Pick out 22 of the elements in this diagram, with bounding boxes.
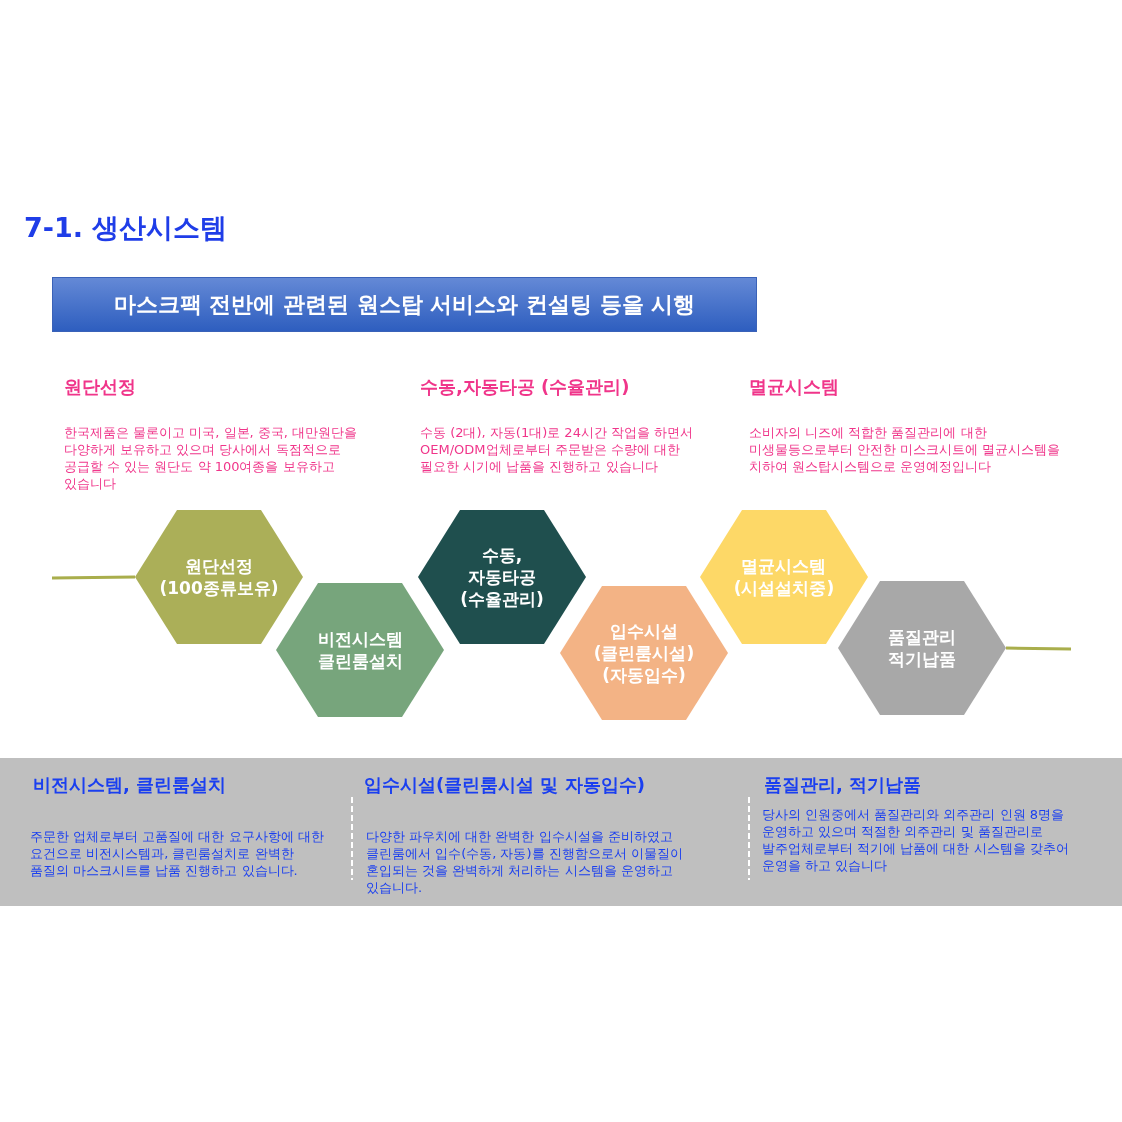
section-heading: 수동,자동타공 (수율관리) — [420, 375, 631, 399]
hexagon: 원단선정 (100종류보유) — [135, 510, 303, 644]
connector-line — [1005, 646, 1072, 651]
section-heading: 품질관리, 적기납품 — [764, 773, 923, 797]
description: 다양한 파우치에 대한 완벽한 입수시설을 준비하였고 클린룸에서 입수(수동, 자동)를 진행함으로서 이물질이 혼입되는 것을 완벽하게 처리하는 시스템을 운영하고 있습니다. — [366, 828, 684, 896]
title: 7-1. 생산시스템 — [24, 211, 228, 245]
description: 주문한 업체로부터 고품질에 대한 요구사항에 대한 요건으로 비전시스템과, 클린룸설치로 완벽한 품질의 마스크시트를 납품 진행하고 있습니다. — [30, 828, 325, 879]
hexagon: 비전시스템 클린룸설치 — [276, 583, 444, 717]
description: 소비자의 니즈에 적합한 품질관리에 대한 미생물등으로부터 안전한 미스크시트에 멸균시스템을 치하여 원스탑시스템으로 운영예정입니다 — [749, 424, 1062, 475]
hexagon: 품질관리 적기납품 — [838, 581, 1006, 715]
description: 당사의 인원중에서 품질관리와 외주관리 인원 8명을 운영하고 있으며 적절한 외주관리 및 품질관리로 발주업체로부터 적기에 납품에 대한 시스템을 갖추어 운영을 하고 있습니다 — [762, 806, 1070, 874]
section-heading: 멸균시스템 — [749, 375, 840, 399]
banner: 마스크팩 전반에 관련된 원스탑 서비스와 컨설팅 등을 시행 — [52, 277, 757, 332]
section-heading: 원단선정 — [64, 375, 137, 399]
connector-line — [51, 575, 136, 580]
hexagon: 멸균시스템 (시설설치중) — [700, 510, 868, 644]
description: 한국제품은 물론이고 미국, 일본, 중국, 대만원단을 다양하게 보유하고 있으며 당사에서 독점적으로 공급할 수 있는 원단도 약 100여종을 보유하고 있습니다 — [64, 424, 359, 492]
section-heading: 비전시스템, 클린룸설치 — [33, 773, 228, 797]
hexagon: 수동,자동타공 (수율관리) — [418, 510, 586, 644]
description: 수동 (2대), 자동(1대)로 24시간 작업을 하면서 OEM/ODM업체로부터 주문받은 수량에 대한 필요한 시기에 납품을 진행하고 있습니다 — [420, 424, 695, 475]
hexagon: 입수시설 (클린룸시설) (자동입수) — [560, 586, 728, 720]
section-heading: 입수시설(클린룸시설 및 자동입수) — [364, 773, 646, 797]
